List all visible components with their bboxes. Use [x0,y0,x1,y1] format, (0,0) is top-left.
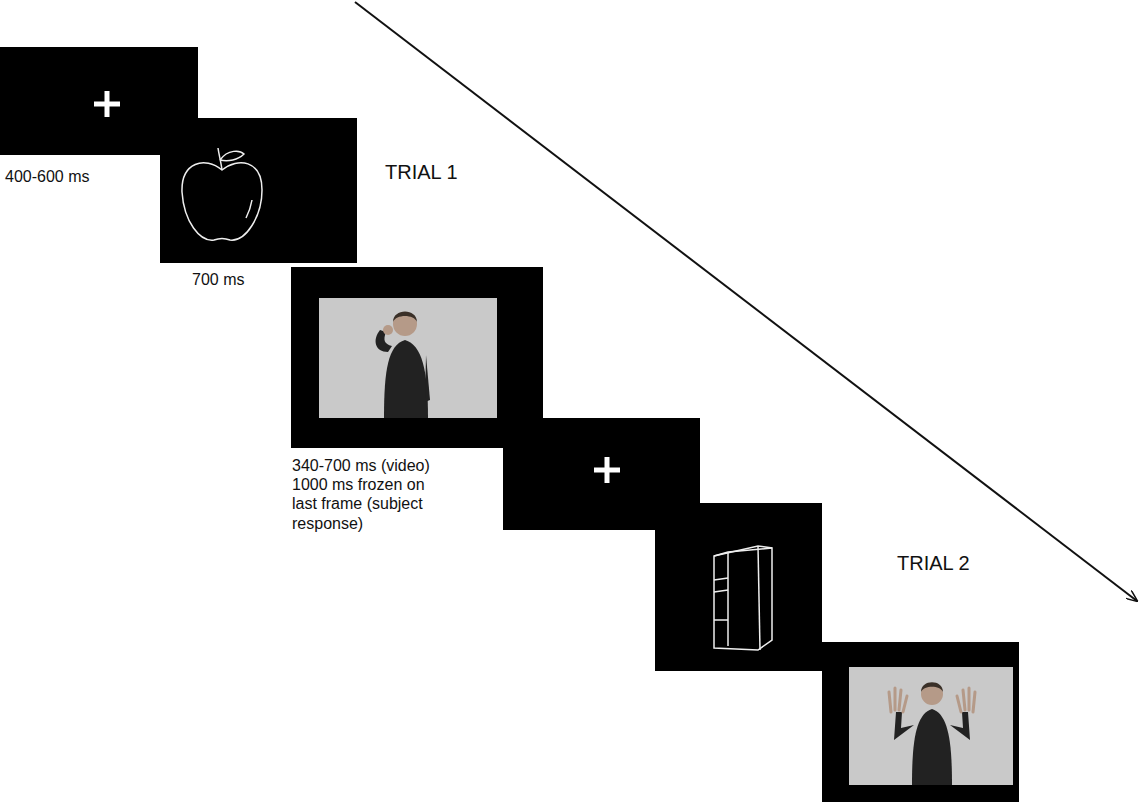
trial-label: TRIAL 1 [385,160,525,184]
video-screen [822,642,1019,802]
duration-note: 340-700 ms (video) 1000 ms frozen on las… [292,456,452,533]
picture-screen [160,118,357,263]
picture-screen [655,503,822,671]
signer-figure [376,312,430,419]
trial-label: TRIAL 2 [897,551,1037,575]
book-drawing [714,546,772,650]
fixation-cross [94,91,120,117]
video-frame [319,298,497,418]
fixation-cross [594,457,620,483]
apple-drawing [182,148,262,240]
duration-label: 400-600 ms [5,167,155,186]
video-frame [849,667,1013,785]
signer-figure [889,682,975,785]
duration-label: 700 ms [192,270,312,289]
